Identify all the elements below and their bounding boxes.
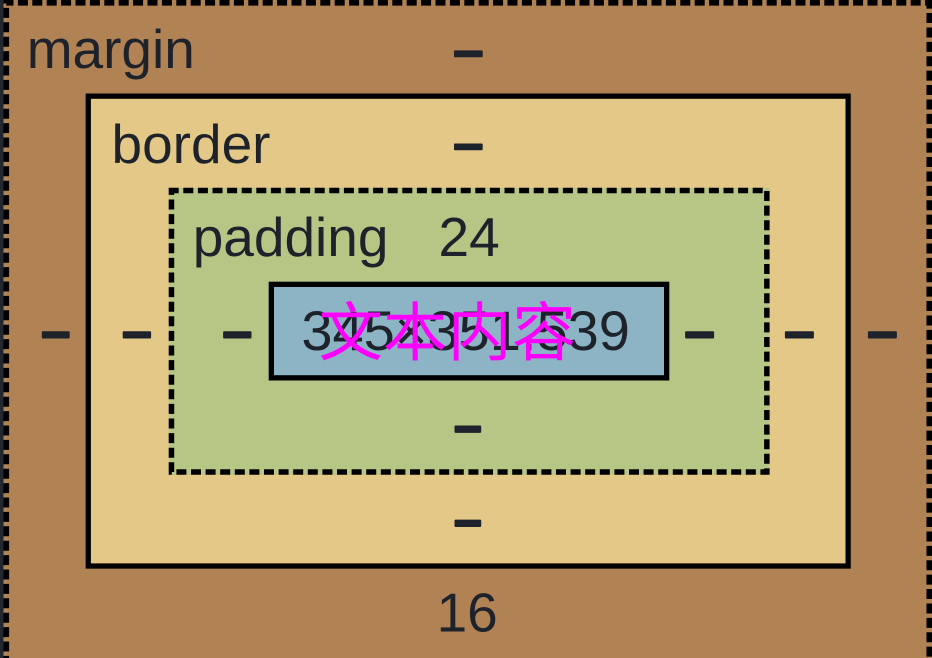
svg-text:border: border	[112, 113, 271, 175]
svg-text:padding: padding	[193, 206, 389, 268]
svg-text:16: 16	[437, 581, 498, 643]
svg-text:345×351.539: 345×351.539	[301, 299, 630, 362]
svg-text:margin: margin	[27, 18, 195, 80]
svg-text:24: 24	[439, 206, 500, 268]
